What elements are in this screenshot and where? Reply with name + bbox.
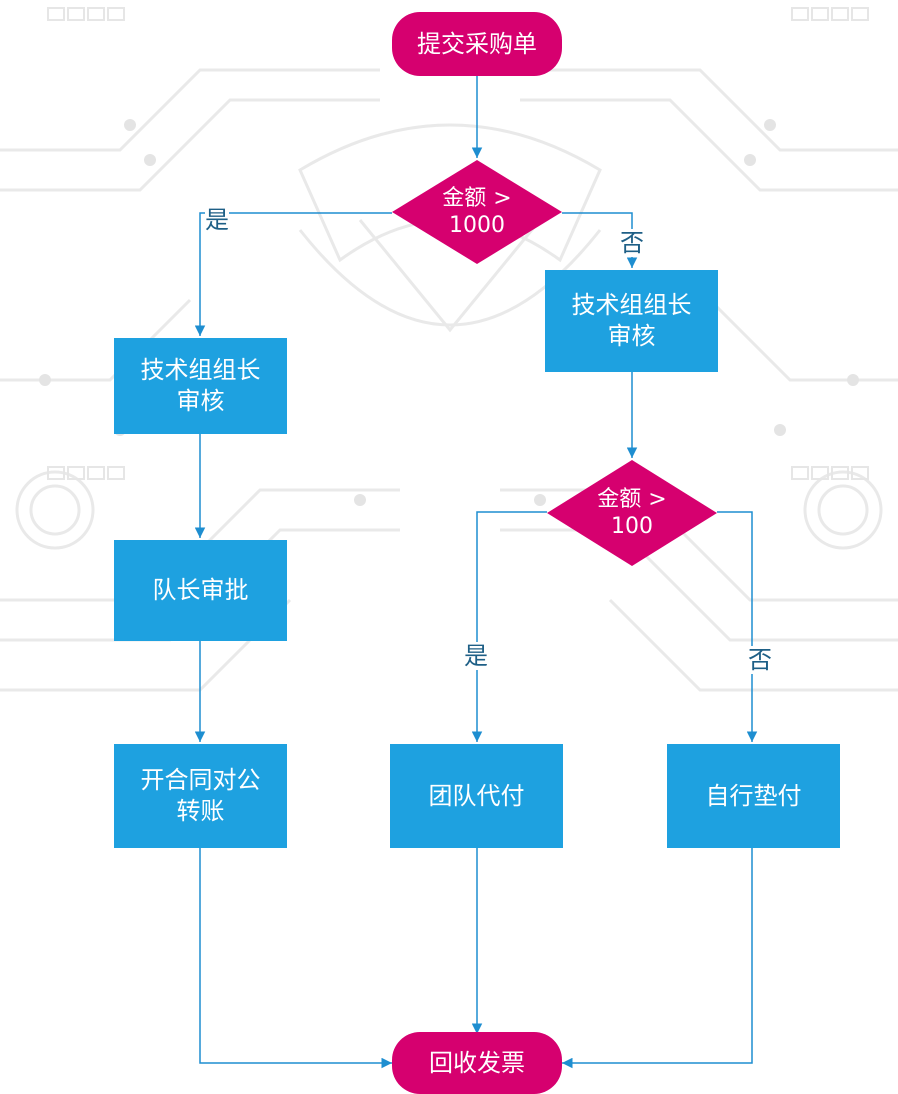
- contract-transfer-label: 开合同对公 转账: [141, 765, 261, 827]
- decision-amount-100-label: 金额 > 100: [597, 486, 666, 540]
- edge-decision100-yes: [477, 512, 547, 742]
- captain-approve-label: 队长审批: [153, 575, 249, 606]
- edge-label-no-100: 否: [748, 646, 772, 674]
- contract-transfer-node: 开合同对公 转账: [114, 744, 287, 848]
- edge-selfpay-to-end: [562, 848, 752, 1063]
- self-pay-node: 自行垫付: [667, 744, 840, 848]
- start-node-label: 提交采购单: [417, 29, 537, 60]
- captain-approve-node: 队长审批: [114, 540, 287, 641]
- start-node: 提交采购单: [392, 12, 562, 76]
- decision-amount-100: 金额 > 100: [547, 460, 717, 566]
- team-pay-node: 团队代付: [390, 744, 563, 848]
- end-node-label: 回收发票: [429, 1048, 525, 1079]
- edge-label-yes-100: 是: [464, 642, 488, 670]
- end-node: 回收发票: [392, 1032, 562, 1094]
- review-node-left-label: 技术组组长 审核: [141, 355, 261, 417]
- decision-amount-1000-label: 金额 > 1000: [442, 185, 511, 239]
- self-pay-label: 自行垫付: [706, 781, 802, 812]
- edge-contract-to-end: [200, 848, 392, 1063]
- edge-decision100-no: [717, 512, 752, 742]
- review-node-right-label: 技术组组长 审核: [572, 290, 692, 352]
- review-node-right: 技术组组长 审核: [545, 270, 718, 372]
- edge-label-no-1000: 否: [620, 229, 644, 257]
- decision-amount-1000: 金额 > 1000: [392, 160, 562, 264]
- edge-label-yes-1000: 是: [205, 206, 229, 234]
- team-pay-label: 团队代付: [429, 781, 525, 812]
- review-node-left: 技术组组长 审核: [114, 338, 287, 434]
